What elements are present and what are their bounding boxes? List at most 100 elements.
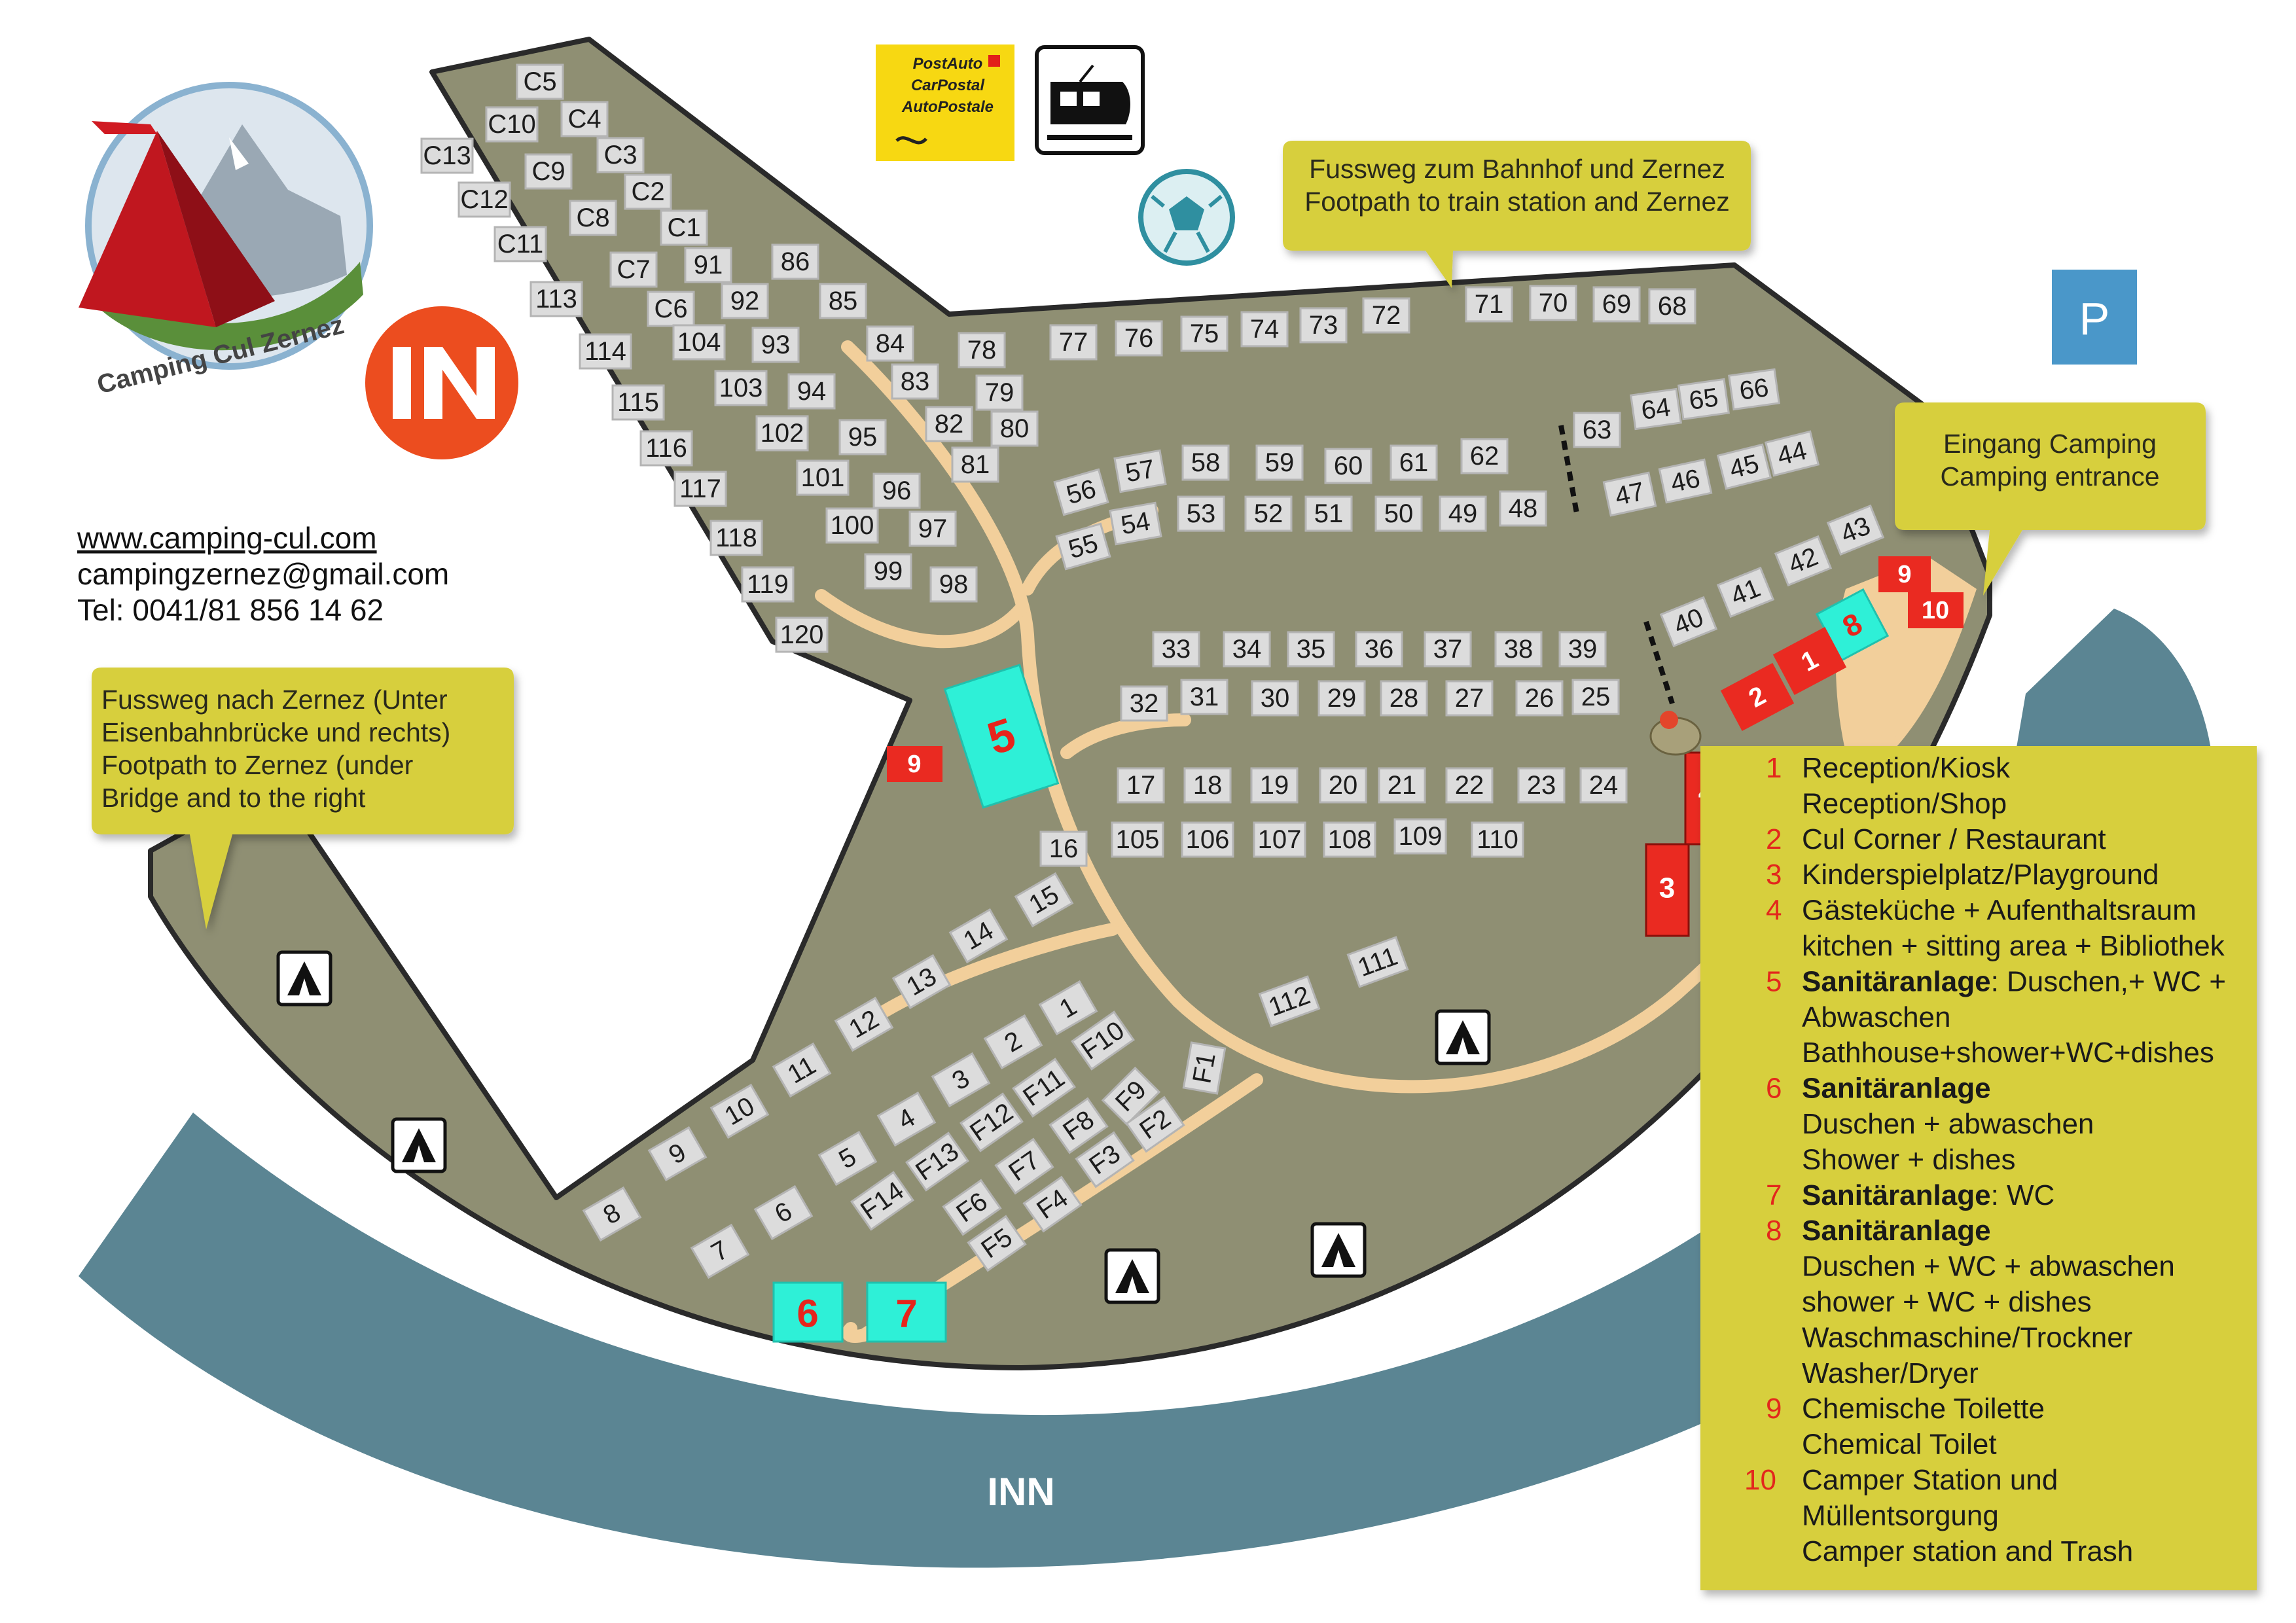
pitch-36[interactable]: 36 [1355,631,1403,668]
pitch-44[interactable]: 44 [1764,430,1820,477]
pitch-49[interactable]: 49 [1439,495,1487,532]
pitch-34[interactable]: 34 [1223,631,1271,668]
pitch-29[interactable]: 29 [1318,680,1366,717]
pitch-94[interactable]: 94 [787,373,836,410]
pitch-43[interactable]: 43 [1826,504,1885,556]
pitch-82[interactable]: 82 [925,406,973,442]
pitch-86[interactable]: 86 [771,243,819,280]
website-link[interactable]: www.camping-cul.com [77,521,377,555]
pitch-23[interactable]: 23 [1517,767,1566,804]
pitch-3[interactable]: 3 [931,1052,991,1108]
pitch-62[interactable]: 62 [1460,438,1509,474]
pitch-C10[interactable]: C10 [485,106,539,143]
pitch-108[interactable]: 108 [1323,821,1376,858]
pitch-102[interactable]: 102 [755,415,809,452]
facility-6-block[interactable]: 6 [772,1281,844,1343]
facility-9-west[interactable]: 9 [887,746,942,782]
pitch-115[interactable]: 115 [611,384,665,421]
parking-icon[interactable]: P [2052,270,2137,365]
pitch-C9[interactable]: C9 [524,153,573,190]
pitch-C1[interactable]: C1 [660,209,708,246]
pitch-64[interactable]: 64 [1630,387,1682,431]
pitch-80[interactable]: 80 [990,410,1039,447]
pitch-92[interactable]: 92 [721,283,769,319]
pitch-F4[interactable]: F4 [1022,1175,1083,1233]
pitch-118[interactable]: 118 [709,520,763,556]
pitch-120[interactable]: 120 [775,616,829,653]
pitch-1[interactable]: 1 [1038,980,1098,1036]
pitch-93[interactable]: 93 [751,327,800,363]
pitch-51[interactable]: 51 [1304,495,1353,532]
pitch-39[interactable]: 39 [1558,631,1607,668]
pitch-40[interactable]: 40 [1659,596,1718,648]
pitch-84[interactable]: 84 [866,325,914,362]
pitch-103[interactable]: 103 [714,370,768,406]
pitch-76[interactable]: 76 [1115,320,1163,357]
pitch-5[interactable]: 5 [817,1130,878,1186]
pitch-C2[interactable]: C2 [624,173,672,210]
pitch-105[interactable]: 105 [1111,821,1164,858]
pitch-F1[interactable]: F1 [1182,1041,1227,1095]
facility-8-block[interactable]: 8 [1815,588,1890,662]
pitch-53[interactable]: 53 [1177,495,1225,532]
pitch-100[interactable]: 100 [825,507,879,544]
pitch-72[interactable]: 72 [1362,297,1410,334]
pitch-74[interactable]: 74 [1240,311,1289,348]
pitch-116[interactable]: 116 [639,430,693,467]
pitch-54[interactable]: 54 [1109,501,1162,546]
facility-1-building[interactable]: 1 [1772,626,1847,696]
pitch-C13[interactable]: C13 [420,137,474,174]
pitch-17[interactable]: 17 [1117,767,1165,804]
pitch-99[interactable]: 99 [864,553,912,590]
pitch-C4[interactable]: C4 [560,101,609,137]
pitch-C3[interactable]: C3 [596,137,645,173]
pitch-110[interactable]: 110 [1471,821,1524,858]
pitch-56[interactable]: 56 [1053,468,1109,516]
pitch-109[interactable]: 109 [1393,818,1447,855]
pitch-31[interactable]: 31 [1180,679,1229,715]
pitch-F14[interactable]: F14 [850,1171,914,1231]
pitch-11[interactable]: 11 [772,1042,832,1098]
pitch-18[interactable]: 18 [1183,767,1232,804]
pitch-77[interactable]: 77 [1049,324,1098,361]
pitch-2[interactable]: 2 [983,1014,1043,1070]
pitch-9[interactable]: 9 [647,1126,708,1182]
pitch-C5[interactable]: C5 [516,63,564,100]
pitch-28[interactable]: 28 [1380,680,1428,717]
pitch-25[interactable]: 25 [1571,679,1620,715]
pitch-4[interactable]: 4 [876,1091,937,1147]
facility-3-playground[interactable]: 3 [1645,843,1690,937]
pitch-71[interactable]: 71 [1465,286,1513,323]
pitch-69[interactable]: 69 [1592,286,1641,323]
pitch-19[interactable]: 19 [1250,767,1299,804]
facility-9-entrance[interactable]: 9 [1878,556,1931,592]
pitch-59[interactable]: 59 [1255,444,1304,481]
pitch-91[interactable]: 91 [684,247,732,283]
pitch-48[interactable]: 48 [1499,490,1547,527]
pitch-6[interactable]: 6 [753,1185,814,1241]
pitch-68[interactable]: 68 [1648,288,1696,325]
pitch-C7[interactable]: C7 [609,251,658,288]
facility-5-block[interactable]: 5 [943,664,1060,809]
pitch-61[interactable]: 61 [1390,444,1438,481]
pitch-81[interactable]: 81 [951,446,999,483]
pitch-33[interactable]: 33 [1152,631,1200,668]
pitch-107[interactable]: 107 [1253,821,1306,858]
pitch-104[interactable]: 104 [672,324,726,361]
pitch-8[interactable]: 8 [582,1186,642,1242]
pitch-95[interactable]: 95 [838,419,887,455]
pitch-60[interactable]: 60 [1324,448,1372,484]
pitch-26[interactable]: 26 [1515,680,1564,717]
pitch-35[interactable]: 35 [1287,631,1335,668]
pitch-20[interactable]: 20 [1319,767,1367,804]
pitch-65[interactable]: 65 [1677,378,1730,421]
pitch-50[interactable]: 50 [1374,495,1423,532]
pitch-7[interactable]: 7 [690,1223,750,1279]
pitch-42[interactable]: 42 [1774,535,1833,587]
pitch-85[interactable]: 85 [819,283,867,319]
pitch-37[interactable]: 37 [1424,631,1472,668]
pitch-114[interactable]: 114 [579,333,632,370]
pitch-73[interactable]: 73 [1299,307,1348,344]
pitch-70[interactable]: 70 [1529,285,1577,321]
pitch-27[interactable]: 27 [1445,680,1494,717]
